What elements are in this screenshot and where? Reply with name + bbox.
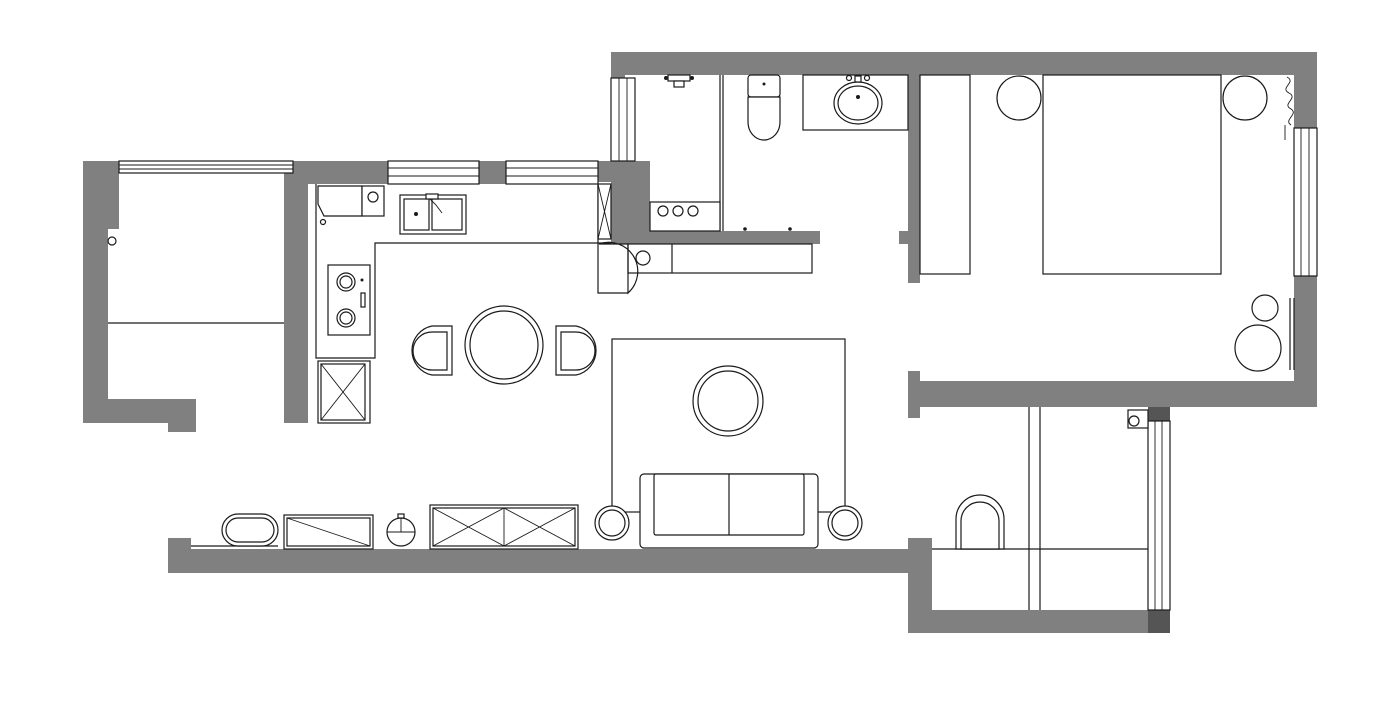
wall-left-bedroom-east bbox=[284, 161, 308, 423]
sofa-icon bbox=[639, 473, 819, 549]
wall-left-bedroom-east-top bbox=[293, 161, 388, 184]
wall-balcony-south bbox=[908, 610, 1170, 633]
wardrobe bbox=[919, 74, 971, 275]
wall-bedroom-divider bbox=[908, 75, 920, 283]
nightstand-icon bbox=[1222, 75, 1268, 121]
room-bedroom-master bbox=[919, 74, 1295, 372]
wall-balcony-pier-bottom bbox=[1148, 610, 1170, 633]
coffee-table-icon bbox=[692, 365, 764, 437]
room-balcony bbox=[932, 407, 1149, 610]
wall-north bbox=[611, 52, 1317, 75]
side-table-icon bbox=[594, 505, 630, 541]
room-bathroom bbox=[649, 74, 909, 232]
shelf-icon bbox=[649, 201, 721, 232]
room-kitchen bbox=[315, 183, 628, 424]
stove-icon bbox=[327, 264, 371, 336]
room-living bbox=[191, 338, 863, 550]
tv-cabinet-icon bbox=[429, 504, 579, 550]
plant-icon bbox=[386, 513, 416, 547]
wall-living-south bbox=[168, 549, 932, 573]
washing-machine-icon bbox=[1127, 409, 1149, 429]
windows bbox=[118, 77, 1318, 611]
window-icon bbox=[1293, 127, 1318, 277]
armchair-icon bbox=[1234, 294, 1282, 372]
sink-icon bbox=[399, 193, 467, 235]
window-icon bbox=[610, 77, 636, 162]
wall-bedroom-south-jamb bbox=[908, 371, 920, 418]
wall-east-bottom bbox=[1294, 276, 1317, 407]
window-icon bbox=[387, 160, 480, 185]
wall-bedroom-south bbox=[908, 381, 1317, 407]
wall-living-south-jamb bbox=[168, 538, 191, 573]
chair-icon bbox=[555, 325, 597, 376]
wall-east-top bbox=[1294, 52, 1317, 128]
wall-left-bedroom-door-jamb bbox=[168, 399, 196, 432]
fridge-icon bbox=[317, 360, 371, 424]
window-icon bbox=[118, 160, 294, 174]
bathtub-icon bbox=[221, 513, 279, 547]
window-icon bbox=[505, 160, 599, 185]
wall-left-bedroom-nw bbox=[83, 161, 119, 229]
wall-kitchen-pier bbox=[479, 161, 506, 184]
chair-icon bbox=[411, 325, 453, 376]
bed-icon bbox=[1042, 74, 1222, 275]
walls bbox=[83, 52, 1317, 633]
window-icon bbox=[1147, 420, 1171, 611]
wash-basin-icon bbox=[802, 74, 909, 131]
switch-icon bbox=[107, 236, 117, 246]
kitchen-counter bbox=[315, 184, 611, 359]
wall-balcony-pier-top bbox=[1148, 407, 1170, 421]
room-bedroom-left bbox=[107, 236, 284, 324]
shoe-cabinet bbox=[627, 243, 813, 274]
hallway bbox=[598, 241, 813, 295]
door-swing bbox=[598, 241, 639, 295]
wall-kitchen-east-col bbox=[611, 161, 650, 244]
nightstand-icon bbox=[996, 75, 1042, 121]
side-table-icon bbox=[827, 505, 863, 541]
wall-bedroom-door-stub bbox=[899, 231, 911, 244]
armchair-icon bbox=[955, 494, 1005, 550]
shower-icon bbox=[664, 74, 694, 88]
room-dining bbox=[411, 305, 597, 385]
wall-bath-ledge bbox=[628, 231, 820, 244]
tv-cabinet-icon bbox=[283, 514, 374, 550]
wall-bath-west bbox=[611, 52, 625, 78]
toilet-icon bbox=[747, 74, 781, 141]
curtain-icon bbox=[1284, 76, 1294, 140]
range-hood-icon bbox=[317, 185, 363, 217]
